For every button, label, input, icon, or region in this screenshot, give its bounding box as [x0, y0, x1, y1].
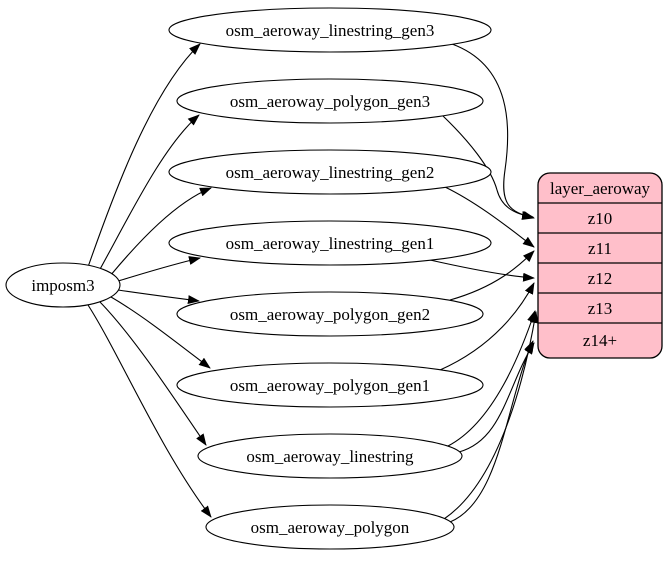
edge-imposm3-linestring_gen3	[87, 43, 201, 268]
edge-linestring-z13	[447, 310, 536, 447]
table-node-polygon_gen2: osm_aeroway_polygon_gen2	[176, 291, 484, 337]
edge-linestring_gen1-z12	[429, 259, 535, 282]
edge-imposm3-polygon	[87, 304, 212, 518]
table-label: osm_aeroway_linestring_gen3	[226, 21, 435, 40]
table-ellipse	[205, 504, 455, 550]
edge-polygon_gen3-z10	[442, 115, 534, 220]
table-node-polygon_gen3: osm_aeroway_polygon_gen3	[176, 78, 484, 124]
table-node-linestring_gen3: osm_aeroway_linestring_gen3	[168, 7, 492, 53]
edges-from-imposm3	[87, 43, 212, 518]
edge-imposm3-polygon_gen2	[117, 289, 200, 305]
layer-row-z11: z11	[588, 239, 612, 258]
table-ellipse	[176, 291, 484, 337]
edge-polygon-z14	[449, 340, 534, 523]
table-ellipse	[168, 220, 492, 266]
edge-imposm3-polygon_gen3	[98, 114, 200, 272]
edge-imposm3-linestring_gen2	[109, 187, 212, 277]
table-label: osm_aeroway_linestring	[246, 447, 414, 466]
table-node-linestring_gen1: osm_aeroway_linestring_gen1	[168, 220, 492, 266]
table-ellipse	[176, 78, 484, 124]
edge-polygon_gen1-z12	[439, 282, 535, 371]
imposm3-node: imposm3	[5, 262, 121, 308]
table-label: osm_aeroway_polygon_gen2	[230, 305, 430, 324]
layer-row-z10: z10	[588, 209, 613, 228]
edge-linestring-z14	[458, 342, 535, 453]
table-label: osm_aeroway_polygon	[251, 518, 410, 537]
imposm3-label: imposm3	[31, 276, 94, 295]
edge-linestring_gen3-z10	[451, 43, 535, 220]
table-ellipse	[168, 149, 492, 195]
imposm3-ellipse	[5, 262, 121, 308]
layer-row-z12: z12	[588, 269, 613, 288]
table-node-linestring: osm_aeroway_linestring	[197, 433, 463, 479]
table-ellipse	[197, 433, 463, 479]
table-ellipse	[168, 7, 492, 53]
layer-title: layer_aeroway	[550, 179, 651, 198]
layer-aeroway-node: layer_aeroway z10 z11 z12 z13 z14+	[537, 172, 663, 359]
table-node-polygon_gen1: osm_aeroway_polygon_gen1	[176, 362, 484, 408]
layer-row-z14plus: z14+	[583, 331, 617, 350]
table-node-linestring_gen2: osm_aeroway_linestring_gen2	[168, 149, 492, 195]
edge-linestring_gen2-z11	[444, 186, 535, 248]
layer-node-body	[537, 172, 663, 359]
table-label: osm_aeroway_polygon_gen3	[230, 92, 430, 111]
table-ellipse	[176, 362, 484, 408]
edge-imposm3-linestring_gen1	[117, 256, 201, 282]
edge-imposm3-polygon_gen1	[110, 296, 211, 369]
table-label: osm_aeroway_linestring_gen1	[226, 234, 435, 253]
edge-imposm3-linestring	[99, 301, 207, 446]
table-node-polygon: osm_aeroway_polygon	[205, 504, 455, 550]
table-label: osm_aeroway_linestring_gen2	[226, 163, 435, 182]
edge-polygon_gen2-z11	[449, 250, 535, 301]
layer-row-z13: z13	[588, 299, 613, 318]
table-label: osm_aeroway_polygon_gen1	[230, 376, 430, 395]
edge-polygon-z13	[443, 311, 539, 520]
edges-to-layer	[429, 43, 539, 523]
